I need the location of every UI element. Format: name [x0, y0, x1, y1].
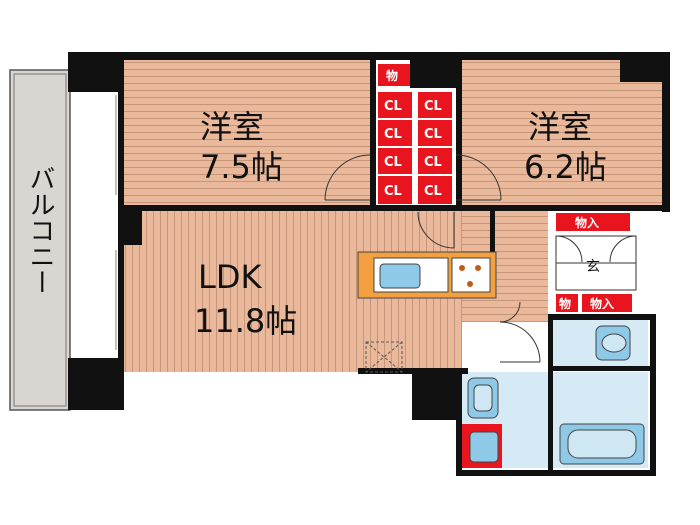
- western-room-2-floor: [460, 58, 666, 210]
- closet-label: CL: [424, 184, 442, 199]
- storage-label: 物入: [575, 215, 599, 230]
- storage-2: [556, 294, 578, 312]
- western-room-1-floor: [122, 58, 370, 210]
- closet-4: [378, 176, 412, 204]
- storage-small-label: 物: [386, 68, 398, 83]
- closet-label: CL: [424, 99, 442, 114]
- door-swings: [324, 154, 541, 363]
- kitchen-counter: [357, 251, 497, 299]
- entrance: 玄: [555, 235, 637, 291]
- washer-icon: [462, 424, 502, 468]
- closet-2: [378, 120, 412, 146]
- closet-label: CL: [384, 127, 402, 142]
- entrance-label: 玄: [586, 258, 600, 275]
- closet-group: 物 CL CL CL CL CL CL CL CL: [378, 64, 452, 204]
- storage-small-1: [378, 64, 410, 86]
- sink-icon: [379, 263, 421, 289]
- entrance-storage: 物入 物 物入: [556, 213, 632, 312]
- closet-5: [418, 92, 452, 118]
- balcony-label: バルコニー: [25, 165, 55, 295]
- washbasin-icon: [467, 377, 499, 419]
- storage-3: [582, 294, 632, 312]
- walls: [68, 52, 670, 476]
- western-room-2-size: 6.2帖: [524, 148, 607, 186]
- storage-small-label: 物: [559, 296, 571, 311]
- fridge-space: [365, 341, 403, 373]
- storage-label: 物入: [590, 296, 614, 311]
- ldk-size: 11.8帖: [194, 302, 297, 340]
- closet-7: [418, 148, 452, 174]
- closet-6: [418, 120, 452, 146]
- closet-3: [378, 148, 412, 174]
- ldk-name: LDK: [198, 258, 262, 296]
- closet-8: [418, 176, 452, 204]
- closet-label: CL: [384, 99, 402, 114]
- western-room-2-name: 洋室: [528, 108, 592, 146]
- balcony: [9, 69, 71, 411]
- stove-icon: [451, 257, 491, 293]
- closet-label: CL: [424, 155, 442, 170]
- storage-1: [556, 213, 630, 231]
- western-room-1-name: 洋室: [200, 108, 264, 146]
- closet-label: CL: [384, 155, 402, 170]
- closet-label: CL: [384, 184, 402, 199]
- closet-label: CL: [424, 127, 442, 142]
- western-room-1-size: 7.5帖: [200, 148, 283, 186]
- closet-1: [378, 92, 412, 118]
- bathtub-icon: [559, 423, 645, 465]
- toilet-icon: [595, 325, 631, 361]
